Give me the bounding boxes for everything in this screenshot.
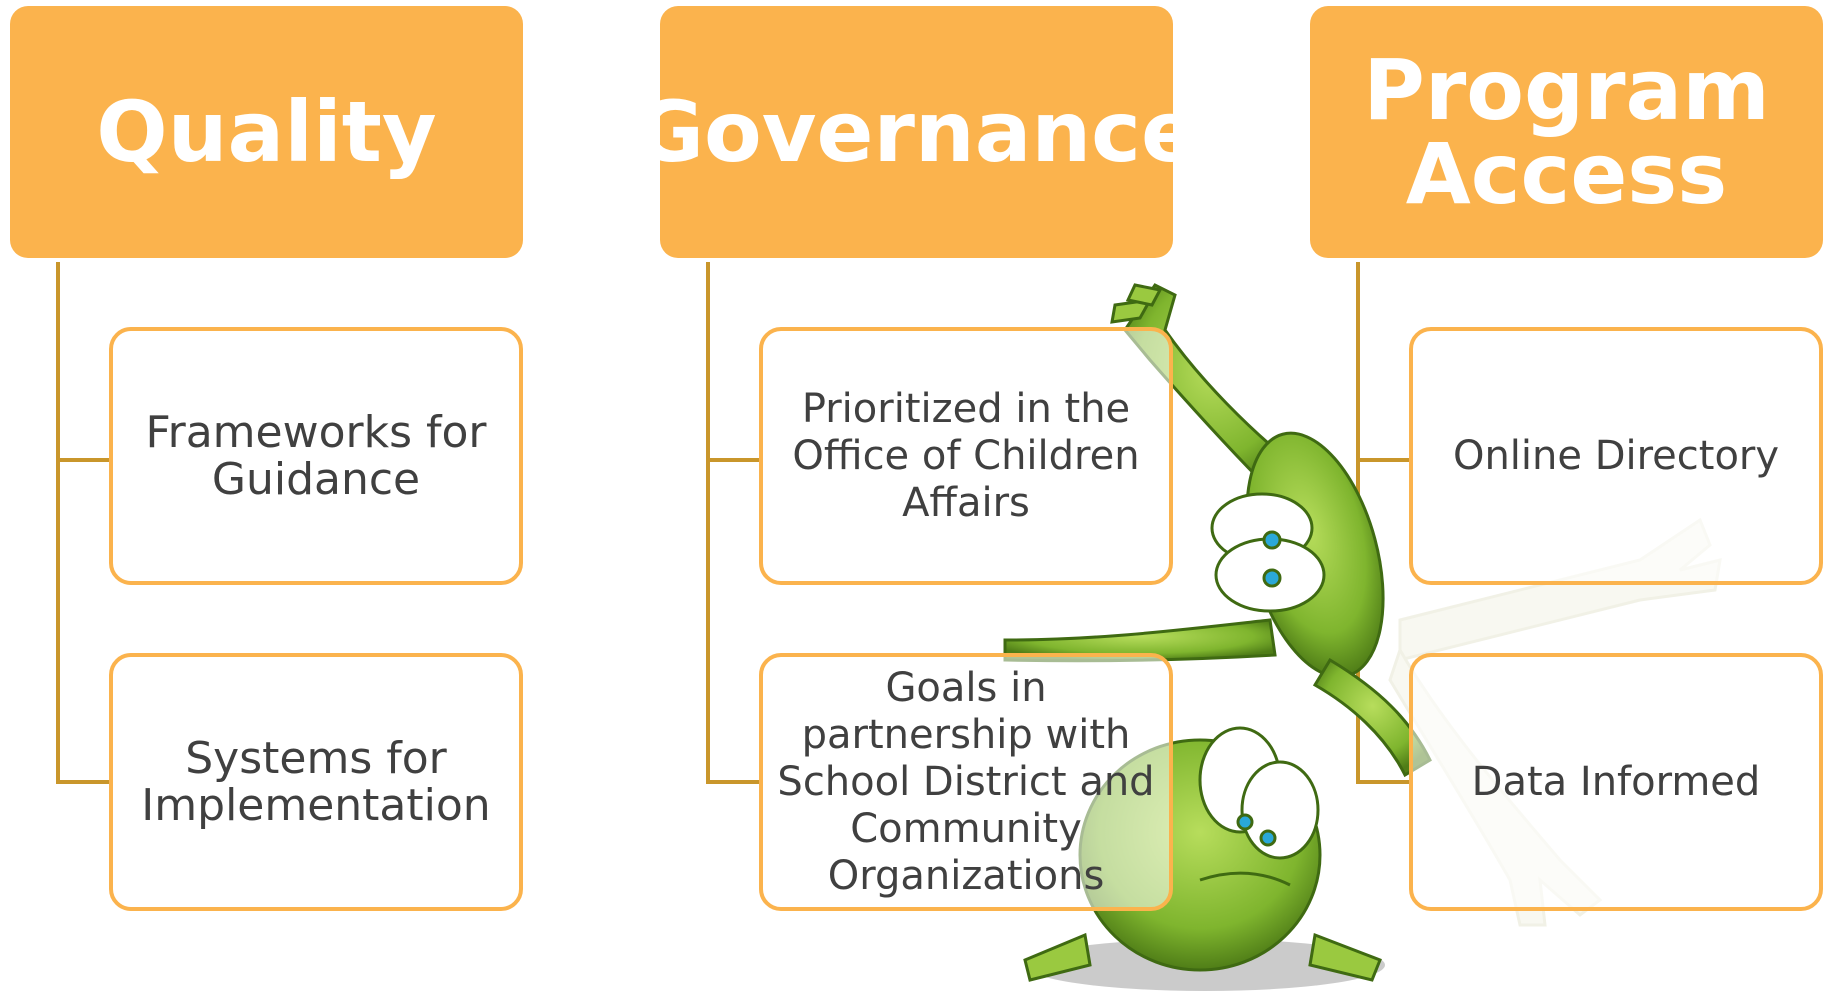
connector-governance-item1 xyxy=(706,458,759,462)
item-systems-for-implementation: Systems for Implementation xyxy=(109,653,523,911)
header-governance: Governance xyxy=(635,6,1198,258)
connector-governance-item2 xyxy=(706,780,759,784)
item-label: Systems for Implementation xyxy=(141,733,491,831)
connector-access-item1 xyxy=(1356,458,1409,462)
item-label: Online Directory xyxy=(1452,432,1780,479)
item-online-directory: Online Directory xyxy=(1409,327,1823,585)
item-prioritized-office-children-affairs: Prioritized in the Office of Children Af… xyxy=(759,327,1173,585)
connector-quality-item2 xyxy=(56,780,109,784)
connector-governance-vertical xyxy=(706,262,710,784)
header-quality-label: Quality xyxy=(96,83,437,181)
connector-quality-vertical xyxy=(56,262,60,784)
item-label: Prioritized in the Office of Children Af… xyxy=(792,385,1140,526)
header-quality: Quality xyxy=(10,6,523,258)
item-label: Frameworks for Guidance xyxy=(145,407,487,505)
item-label: Data Informed xyxy=(1471,758,1761,805)
item-frameworks-for-guidance: Frameworks for Guidance xyxy=(109,327,523,585)
connector-quality-item1 xyxy=(56,458,109,462)
header-governance-label: Governance xyxy=(635,83,1198,181)
item-goals-in-partnership: Goals in partnership with School Distric… xyxy=(759,653,1173,911)
header-program-access-label: Program Access xyxy=(1363,41,1770,223)
header-program-access: Program Access xyxy=(1310,6,1823,258)
connector-access-vertical xyxy=(1356,262,1360,784)
frog-shadow xyxy=(1025,939,1385,991)
item-data-informed: Data Informed xyxy=(1409,653,1823,911)
item-label: Goals in partnership with School Distric… xyxy=(777,664,1155,899)
connector-access-item2 xyxy=(1356,780,1409,784)
